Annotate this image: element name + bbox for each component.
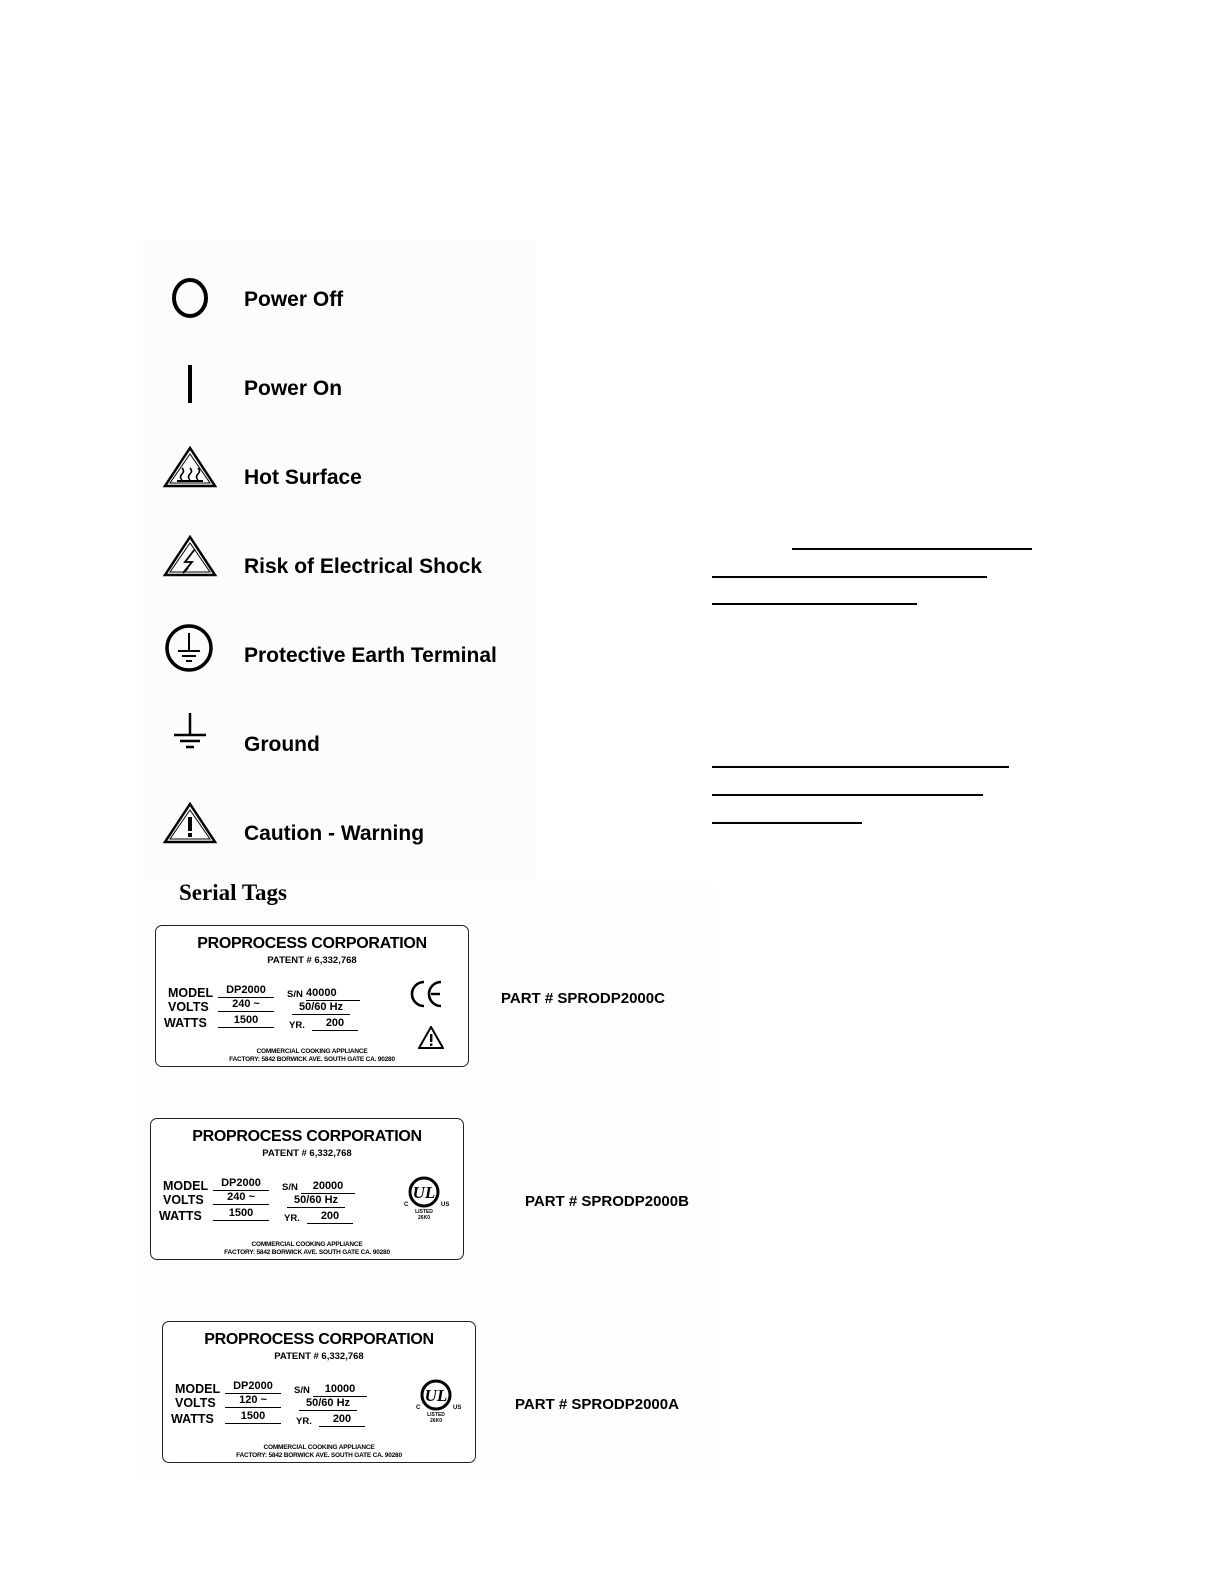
watts-value: 1500	[225, 1410, 281, 1424]
watts-label: WATTS	[164, 1016, 207, 1030]
volts-label: VOLTS	[175, 1396, 216, 1410]
ul-listed-text: LISTED	[415, 1209, 433, 1215]
ul-listed-text: LISTED	[427, 1412, 445, 1418]
symbol-row-caution-warning: Caution - Warning	[143, 802, 536, 882]
part-number-a: PART # SPRODP2000A	[515, 1396, 679, 1413]
hz-value: 50/60 Hz	[299, 1397, 357, 1411]
part-number-b: PART # SPRODP2000B	[525, 1193, 689, 1210]
hot-surface-icon	[161, 446, 217, 506]
ul-us-text: US	[453, 1405, 461, 1411]
sn-value: 20000	[301, 1180, 355, 1194]
part-number-c: PART # SPRODP2000C	[501, 990, 665, 1007]
power-on-icon	[161, 357, 217, 417]
tag-patent: PATENT # 6,332,768	[267, 955, 357, 966]
tag-patent: PATENT # 6,332,768	[274, 1351, 364, 1362]
blank-line	[712, 822, 862, 824]
symbol-label: Caution - Warning	[244, 822, 425, 845]
serial-tag-c: PROPROCESS CORPORATION PATENT # 6,332,76…	[155, 925, 469, 1067]
blank-line	[712, 794, 983, 796]
yr-value: 200	[319, 1413, 365, 1427]
ground-icon	[161, 713, 217, 773]
symbol-label: Risk of Electrical Shock	[244, 555, 483, 578]
tag-footer-factory: FACTORY: 5842 BORWICK AVE. SOUTH GATE CA…	[236, 1452, 402, 1459]
ul-code-text: 26K0	[418, 1215, 430, 1221]
symbols-panel	[143, 240, 536, 885]
yr-value: 200	[312, 1017, 358, 1031]
hz-value: 50/60 Hz	[287, 1194, 345, 1208]
tag-company: PROPROCESS CORPORATION	[197, 935, 427, 952]
serial-tags-heading: Serial Tags	[179, 880, 288, 905]
volts-value: 240 ~	[213, 1191, 269, 1205]
svg-text:UL: UL	[413, 1183, 436, 1202]
volts-label: VOLTS	[168, 1000, 209, 1014]
tag-company: PROPROCESS CORPORATION	[204, 1331, 434, 1348]
symbol-row-hot-surface: Hot Surface	[143, 446, 536, 526]
tag-company: PROPROCESS CORPORATION	[192, 1128, 422, 1145]
caution-warning-icon	[417, 1024, 445, 1050]
ul-c-text: C	[404, 1202, 409, 1208]
volts-value: 120 ~	[225, 1394, 281, 1408]
tag-footer-appliance: COMMERCIAL COOKING APPLIANCE	[256, 1048, 368, 1055]
tag-footer-appliance: COMMERCIAL COOKING APPLIANCE	[263, 1444, 375, 1451]
ul-c-text: C	[416, 1405, 421, 1411]
symbol-label: Power Off	[244, 288, 344, 311]
symbol-row-protective-earth: Protective Earth Terminal	[143, 624, 536, 704]
sn-label: S/N	[287, 989, 303, 1000]
ul-listed-icon: UL C US LISTED 26K0	[399, 1175, 455, 1221]
serial-tag-b: PROPROCESS CORPORATION PATENT # 6,332,76…	[150, 1118, 464, 1260]
blank-line	[712, 603, 917, 605]
symbol-label: Ground	[244, 733, 320, 756]
model-label: MODEL	[163, 1179, 209, 1193]
symbol-label: Hot Surface	[244, 466, 362, 489]
blank-line	[712, 576, 987, 578]
yr-label: YR.	[284, 1213, 300, 1224]
ul-listed-icon: UL C US LISTED 26K0	[411, 1378, 467, 1424]
power-off-icon	[161, 268, 217, 328]
watts-label: WATTS	[159, 1209, 202, 1223]
electrical-shock-icon	[161, 535, 217, 595]
hz-value: 50/60 Hz	[292, 1001, 350, 1015]
blank-line	[792, 548, 1032, 550]
serial-tag-a: PROPROCESS CORPORATION PATENT # 6,332,76…	[162, 1321, 476, 1463]
sn-label: S/N	[294, 1385, 310, 1396]
symbol-row-ground: Ground	[143, 713, 536, 793]
tag-patent: PATENT # 6,332,768	[262, 1148, 352, 1159]
tag-footer-factory: FACTORY: 5842 BORWICK AVE. SOUTH GATE CA…	[224, 1249, 390, 1256]
svg-text:UL: UL	[425, 1386, 448, 1405]
ul-code-text: 26K0	[430, 1418, 442, 1424]
yr-label: YR.	[289, 1020, 305, 1031]
model-label: MODEL	[168, 986, 214, 1000]
tag-footer-appliance: COMMERCIAL COOKING APPLIANCE	[251, 1241, 363, 1248]
watts-label: WATTS	[171, 1412, 214, 1426]
symbol-row-power-off: Power Off	[143, 268, 536, 348]
blank-line	[712, 766, 1009, 768]
model-label: MODEL	[175, 1382, 221, 1396]
symbol-row-electrical-shock: Risk of Electrical Shock	[143, 535, 536, 615]
watts-value: 1500	[213, 1207, 269, 1221]
model-value: DP2000	[218, 984, 274, 998]
yr-value: 200	[307, 1210, 353, 1224]
sn-value: 40000	[306, 987, 360, 1001]
symbol-label: Power On	[244, 377, 343, 400]
volts-value: 240 ~	[218, 998, 274, 1012]
ul-us-text: US	[441, 1202, 449, 1208]
caution-warning-icon	[161, 802, 217, 862]
protective-earth-icon	[161, 624, 217, 684]
symbol-row-power-on: Power On	[143, 357, 536, 437]
watts-value: 1500	[218, 1014, 274, 1028]
sn-label: S/N	[282, 1182, 298, 1193]
sn-value: 10000	[313, 1383, 367, 1397]
tag-footer-factory: FACTORY: 5842 BORWICK AVE. SOUTH GATE CA…	[229, 1056, 395, 1063]
model-value: DP2000	[213, 1177, 269, 1191]
ce-mark-icon	[409, 978, 445, 1010]
yr-label: YR.	[296, 1416, 312, 1427]
volts-label: VOLTS	[163, 1193, 204, 1207]
model-value: DP2000	[225, 1380, 281, 1394]
symbol-label: Protective Earth Terminal	[244, 644, 497, 667]
